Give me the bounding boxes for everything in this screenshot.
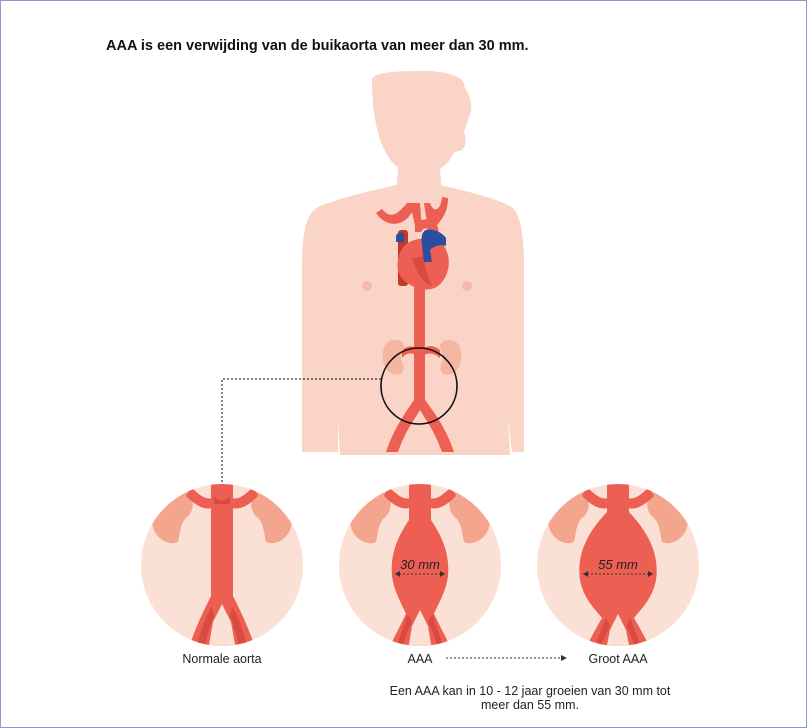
caption-normal-aorta: Normale aorta <box>142 652 302 666</box>
measurement-label-aaa: 30 mm <box>390 557 450 572</box>
caption-aaa: AAA <box>340 652 500 666</box>
nipple-left <box>362 281 372 291</box>
growth-note-line-1: Een AAA kan in 10 - 12 jaar groeien van … <box>350 684 710 698</box>
caption-groot-aaa: Groot AAA <box>538 652 698 666</box>
growth-note: Een AAA kan in 10 - 12 jaar groeien van … <box>350 684 710 712</box>
growth-note-line-2: meer dan 55 mm. <box>350 698 710 712</box>
detail-normal-aorta <box>141 480 303 650</box>
nipple-right <box>462 281 472 291</box>
measurement-label-groot-aaa: 55 mm <box>588 557 648 572</box>
